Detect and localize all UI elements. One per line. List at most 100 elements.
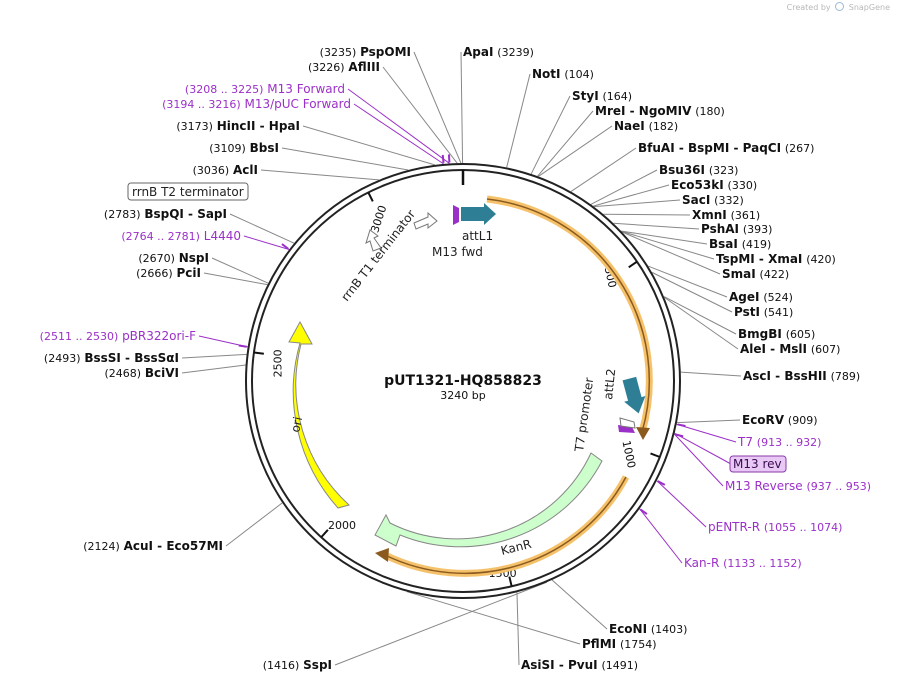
primer-leader-line xyxy=(656,480,707,528)
tick-mark-2500 xyxy=(253,351,264,355)
rrnb-t2-terminator-arrow[interactable] xyxy=(365,229,382,252)
plasmid-length: 3240 bp xyxy=(440,389,485,402)
primer-site-label[interactable]: (3208 .. 3225) M13 Forward xyxy=(185,82,345,96)
enzyme-site-label[interactable]: EcoNI (1403) xyxy=(609,622,687,636)
enzyme-site-label[interactable]: (2468) BciVI xyxy=(104,366,179,380)
highlight-region-lower xyxy=(383,475,630,577)
enzyme-site-label[interactable]: TspMI - XmaI (420) xyxy=(716,252,836,266)
enzyme-leader-line xyxy=(593,184,670,207)
highlight-region-upper-line xyxy=(486,198,651,433)
t7-promoter-label: T7 promoter xyxy=(572,377,596,454)
enzyme-leader-line xyxy=(506,73,531,168)
enzyme-leader-line xyxy=(648,265,728,298)
enzyme-leader-line xyxy=(181,364,246,374)
primer-site-label[interactable]: pENTR-R (1055 .. 1074) xyxy=(708,520,842,534)
enzyme-site-label[interactable]: (2666) PciI xyxy=(136,266,201,280)
primer-site-label[interactable]: Kan-R (1133 .. 1152) xyxy=(684,556,802,570)
enzyme-site-label[interactable]: (3036) AclI xyxy=(193,163,258,177)
enzyme-site-label[interactable]: ApaI (3239) xyxy=(463,45,534,59)
m13-rev-label-box xyxy=(729,455,787,473)
ori-label: ori xyxy=(288,415,305,433)
enzyme-leader-line xyxy=(302,125,435,166)
enzyme-site-label[interactable]: PstI (541) xyxy=(734,305,793,319)
enzyme-site-label[interactable]: AsiSI - PvuI (1491) xyxy=(521,658,638,672)
enzyme-site-label[interactable]: PflMI (1754) xyxy=(582,637,657,651)
primer-site-label[interactable]: (2511 .. 2530) pBR322ori-F xyxy=(40,329,196,343)
attl2-arrow[interactable] xyxy=(619,376,650,416)
enzyme-site-label[interactable]: AleI - MslI (607) xyxy=(740,342,840,356)
highlight-region-upper xyxy=(486,195,653,433)
primer-site-label[interactable]: (3194 .. 3216) M13/pUC Forward xyxy=(162,97,351,111)
enzyme-site-label[interactable]: (3226) AflIII xyxy=(308,60,380,74)
m13-fwd-primer-mark[interactable] xyxy=(453,205,459,225)
tick-label-3000: 3000 xyxy=(368,204,389,235)
tick-mark-1000 xyxy=(650,452,661,458)
enzyme-leader-line xyxy=(676,419,741,424)
kanr-feature[interactable] xyxy=(374,452,603,548)
enzyme-leader-line xyxy=(664,296,739,350)
attl1-label: attL1 xyxy=(462,229,493,243)
primer-leader-line xyxy=(674,433,724,487)
enzyme-leader-line xyxy=(593,199,681,208)
enzyme-leader-line xyxy=(334,581,548,666)
enzyme-leader-line xyxy=(382,66,458,164)
enzyme-leader-line xyxy=(413,51,462,164)
enzyme-leader-line xyxy=(516,592,520,666)
enzyme-leader-line xyxy=(211,257,269,284)
enzyme-site-label[interactable]: (2124) AcuI - Eco57MI xyxy=(83,539,223,553)
enzyme-site-label[interactable]: BmgBI (605) xyxy=(738,327,815,341)
enzyme-site-label[interactable]: EcoRV (909) xyxy=(742,413,818,427)
m13-fwd-label: M13 fwd xyxy=(432,245,483,259)
enzyme-site-label[interactable]: (3173) HincII - HpaI xyxy=(176,119,300,133)
enzyme-site-label[interactable]: BsaI (419) xyxy=(709,237,771,251)
enzyme-leader-line xyxy=(181,353,247,359)
primer-site-label[interactable]: M13 Reverse (937 .. 953) xyxy=(725,479,871,493)
enzyme-site-label[interactable]: NaeI (182) xyxy=(614,119,678,133)
enzyme-site-label[interactable]: MreI - NgoMIV (180) xyxy=(595,104,725,118)
enzyme-leader-line xyxy=(621,231,721,275)
primer-site-mark xyxy=(281,243,289,250)
t7-promoter-arrow[interactable] xyxy=(619,417,636,429)
enzyme-leader-line xyxy=(621,230,708,245)
ori-feature[interactable] xyxy=(288,320,351,509)
tick-label-2000: 2000 xyxy=(328,519,356,532)
plasmid-name: pUT1321-HQ858823 xyxy=(384,373,542,389)
enzyme-site-label[interactable]: SmaI (422) xyxy=(722,267,789,281)
enzyme-site-label[interactable]: StyI (164) xyxy=(572,89,632,103)
enzyme-site-label[interactable]: XmnI (361) xyxy=(692,208,760,222)
enzyme-site-label[interactable]: SacI (332) xyxy=(682,193,744,207)
primer-leader-line xyxy=(674,432,732,465)
rrnb-t2-label-box xyxy=(127,182,249,201)
enzyme-site-label[interactable]: (3109) BbsI xyxy=(209,141,279,155)
primer-site-label[interactable]: (2764 .. 2781) L4440 xyxy=(121,229,241,243)
primer-site-label[interactable]: T7 (913 .. 932) xyxy=(737,435,821,449)
enzyme-site-label[interactable]: (2783) BspQI - SapI xyxy=(104,207,227,221)
rrnb-t1-terminator-arrow[interactable] xyxy=(413,211,438,230)
attl1-arrow[interactable] xyxy=(461,203,496,225)
enzyme-site-label[interactable]: AscI - BssHII (789) xyxy=(743,369,860,383)
enzyme-site-label[interactable]: PshAI (393) xyxy=(701,222,772,236)
enzyme-leader-line xyxy=(530,95,571,175)
enzyme-site-label[interactable]: NotI (104) xyxy=(532,67,594,81)
enzyme-site-label[interactable]: Bsu36I (323) xyxy=(659,163,738,177)
enzyme-leader-line xyxy=(537,110,594,177)
enzyme-leader-line xyxy=(680,371,742,377)
enzyme-site-label[interactable]: (2493) BssSI - BssSαI xyxy=(44,351,179,365)
enzyme-site-label[interactable]: (1416) SspI xyxy=(263,658,332,672)
enzyme-site-label[interactable]: BfuAI - BspMI - PaqCI (267) xyxy=(638,141,814,155)
credit-prefix: Created by xyxy=(786,3,831,12)
primer-site-mark xyxy=(441,154,445,163)
enzyme-leader-line xyxy=(281,147,409,171)
enzyme-site-label[interactable]: (3235) PspOMI xyxy=(320,45,411,59)
primer-site-label[interactable]: M13 rev xyxy=(733,457,782,471)
tick-mark-2000 xyxy=(320,529,329,538)
tick-label-1000: 1000 xyxy=(619,439,638,469)
enzyme-site-label[interactable]: Eco53kI (330) xyxy=(671,178,757,192)
enzyme-site-label[interactable]: AgeI (524) xyxy=(729,290,793,304)
enzyme-site-label[interactable]: (2670) NspI xyxy=(138,251,209,265)
backbone-outer-ring xyxy=(245,163,681,599)
primer-site-mark xyxy=(639,508,648,515)
rrnb-t2-terminator-label: rrnB T2 terminator xyxy=(132,185,244,199)
